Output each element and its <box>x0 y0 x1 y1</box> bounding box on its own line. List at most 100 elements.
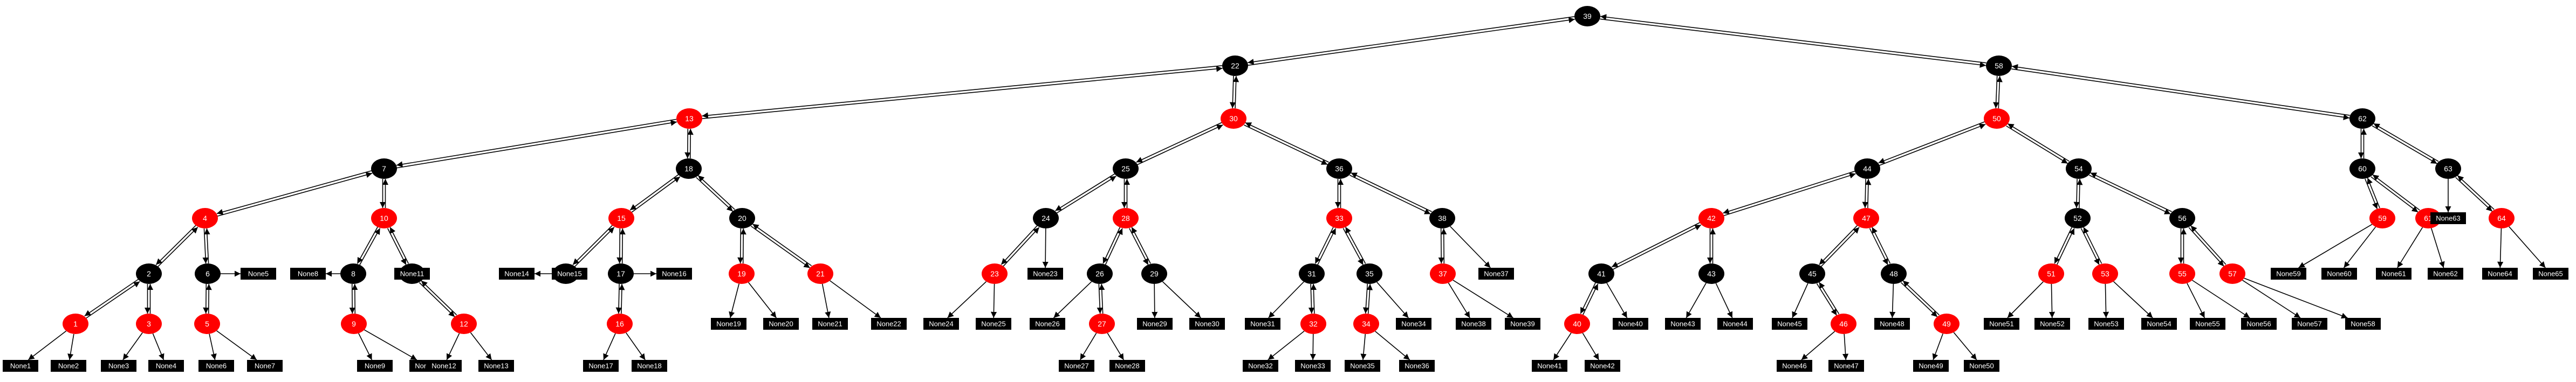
parent-link-n42-to-n44 <box>1723 172 1856 217</box>
node-ellipse-red <box>136 314 162 334</box>
null-leaf-box <box>1245 318 1280 330</box>
node-label: 16 <box>615 320 624 328</box>
null-leaf-box <box>2321 268 2357 280</box>
null-leaf-label: None13 <box>484 362 509 370</box>
tree-node-52: 52 <box>2065 208 2091 228</box>
null-leaf-box <box>1874 318 1910 330</box>
null-leaf-box <box>2345 318 2381 330</box>
null-leaf-None22: None22 <box>871 318 907 330</box>
node-ellipse-red <box>1831 314 1856 334</box>
null-leaf-label: None53 <box>2094 320 2119 328</box>
null-leaf-box <box>2271 268 2306 280</box>
null-leaf-box <box>2141 318 2177 330</box>
null-leaf-box <box>2430 212 2466 224</box>
edge-n48-to-None48 <box>1889 283 1896 318</box>
edge-n46-to-None47 <box>1842 334 1849 360</box>
edge-n36-to-n38 <box>1349 175 1431 215</box>
edge-n16-to-None18 <box>626 332 646 360</box>
edge-n28-to-n29 <box>1129 228 1149 265</box>
node-ellipse-red <box>341 314 367 334</box>
null-leaf-label: None1 <box>10 362 31 370</box>
null-leaf-box <box>1189 318 1225 330</box>
node-label: 12 <box>460 320 468 328</box>
parent-link-n1-to-n2 <box>86 281 140 319</box>
tree-node-37: 37 <box>1430 263 1456 284</box>
node-label: 62 <box>2358 114 2367 123</box>
parent-link-n2-to-n4 <box>157 227 198 267</box>
node-label: 52 <box>2073 214 2082 223</box>
null-leaf-label: None8 <box>298 270 318 278</box>
null-leaf-label: None43 <box>1670 320 1695 328</box>
null-leaf-None31: None31 <box>1245 318 1280 330</box>
edge-n55-to-None55 <box>2187 283 2205 318</box>
null-leaf-None32: None32 <box>1243 360 1278 372</box>
null-leaf-label: None27 <box>1064 362 1089 370</box>
tree-node-59: 59 <box>2369 208 2395 228</box>
null-leaf-box <box>1399 360 1435 372</box>
edge-n58-to-n50 <box>1993 75 1999 108</box>
parent-link-n35-to-n33 <box>1345 226 1366 264</box>
null-leaf-None28: None28 <box>1109 360 1145 372</box>
null-leaf-box <box>2482 268 2518 280</box>
null-leaf-box <box>426 360 462 372</box>
null-leaf-label: None24 <box>929 320 954 328</box>
node-label: 13 <box>685 114 694 123</box>
tree-node-44: 44 <box>1854 158 1880 179</box>
edge-n53-to-None53 <box>2102 283 2109 318</box>
tree-node-51: 51 <box>2038 263 2064 284</box>
null-leaf-box <box>2088 318 2124 330</box>
null-leaf-None11: None11 <box>394 268 430 280</box>
null-leaf-box <box>976 318 1011 330</box>
tree-node-48: 48 <box>1881 263 1907 284</box>
parent-link-n23-to-n24 <box>1003 227 1040 267</box>
node-label: 3 <box>147 320 151 328</box>
parent-link-n30-to-n22 <box>1232 76 1239 109</box>
node-ellipse-black <box>676 158 702 179</box>
node-ellipse-black <box>608 263 634 284</box>
edge-n30-to-n25 <box>1136 122 1222 163</box>
tree-node-41: 41 <box>1588 263 1614 284</box>
null-leaf-label: None62 <box>2433 270 2458 278</box>
edge-n28-to-n26 <box>1102 227 1121 264</box>
node-label: 56 <box>2178 214 2187 223</box>
edge-n55-to-None56 <box>2192 280 2250 318</box>
null-leaf-None38: None38 <box>1456 318 1491 330</box>
parent-link-n45-to-n47 <box>1820 227 1860 267</box>
edge-n22-to-n13 <box>702 65 1223 119</box>
node-ellipse-red <box>607 314 633 334</box>
tree-node-7: 7 <box>371 158 397 179</box>
edge-n52-to-n53 <box>2080 228 2100 265</box>
edge-n5-to-None6 <box>209 334 217 360</box>
edge-n19-to-None20 <box>748 282 777 318</box>
null-leaf-label: None28 <box>1115 362 1140 370</box>
node-label: 34 <box>1362 320 1371 328</box>
tree-node-21: 21 <box>807 263 833 284</box>
null-leaf-label: None61 <box>2381 270 2406 278</box>
null-leaf-label: None40 <box>1618 320 1643 328</box>
null-leaf-box <box>1777 360 1812 372</box>
edge-n33-to-n31 <box>1314 227 1334 264</box>
edge-n47-to-n45 <box>1819 225 1858 265</box>
node-ellipse-red <box>2489 208 2515 228</box>
parent-link-n61-to-n60 <box>2372 174 2420 211</box>
edge-n48-to-n49 <box>1901 282 1938 317</box>
null-leaf-box <box>812 318 848 330</box>
node-label: 4 <box>203 214 207 223</box>
edge-n35-to-None34 <box>1376 282 1409 318</box>
null-leaf-label: None36 <box>1405 362 1429 370</box>
node-label: 45 <box>1808 269 1817 278</box>
null-leaf-box <box>499 268 535 280</box>
node-ellipse-black <box>2349 108 2375 129</box>
null-leaf-box <box>247 360 283 372</box>
edge-n52-to-n51 <box>2054 227 2073 264</box>
node-label: 7 <box>382 164 386 173</box>
tree-node-31: 31 <box>1299 263 1325 284</box>
parent-link-n40-to-n41 <box>1582 283 1599 315</box>
null-leaf-label: None18 <box>637 362 662 370</box>
edge-n18-to-n20 <box>696 177 734 212</box>
node-ellipse-red <box>1089 314 1115 334</box>
node-label: 54 <box>2074 164 2083 173</box>
node-ellipse-black <box>1986 55 2012 76</box>
edge-n44-to-n42 <box>1723 170 1855 214</box>
tree-node-28: 28 <box>1113 208 1139 228</box>
